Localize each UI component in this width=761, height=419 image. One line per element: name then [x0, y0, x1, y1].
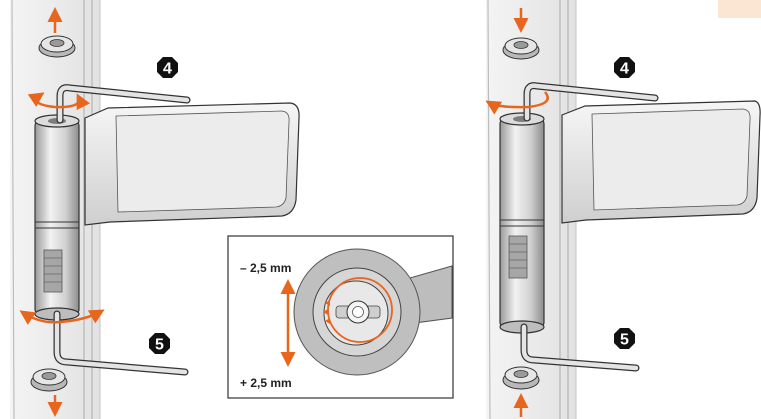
- step-badge-right-top: 4: [614, 57, 635, 78]
- inset-label-top: – 2,5 mm: [240, 261, 291, 275]
- rotation-arrow-icon: [485, 91, 549, 115]
- step-badge-left-bottom: 5: [149, 333, 170, 354]
- inset-label-bottom: + 2,5 mm: [240, 376, 292, 390]
- rotation-arrow-icon: [19, 309, 105, 325]
- corner-tab: [718, 0, 761, 18]
- cap-bottom-right: [502, 366, 540, 390]
- cap-bottom-left: [30, 368, 68, 392]
- step-number: 4: [163, 61, 172, 78]
- step-number: 5: [155, 337, 164, 354]
- cap-top-right: [502, 37, 540, 60]
- step-number: 5: [620, 332, 629, 349]
- hinge-left: 4 5: [10, 0, 300, 419]
- hinge-barrel-right: [499, 112, 545, 334]
- hinge-right: 4 5: [485, 0, 761, 419]
- rotation-arrow-icon: [27, 92, 91, 111]
- step-badge-left-top: 4: [157, 57, 178, 78]
- step-number: 4: [620, 61, 629, 78]
- cap-top-left: [38, 35, 76, 58]
- hinge-barrel-left: [34, 114, 80, 321]
- inset-panel: – 2,5 mm + 2,5 mm: [227, 235, 454, 399]
- step-badge-right-bottom: 5: [614, 328, 635, 349]
